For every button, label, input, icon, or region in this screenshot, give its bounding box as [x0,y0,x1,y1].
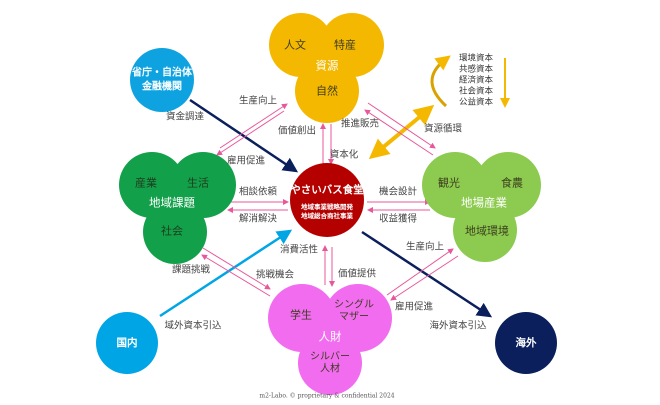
capital-arc [430,55,451,108]
label-resolution: 解消解決 [238,213,278,225]
capital-item: 共感資本 [458,64,494,75]
capital-item: 社会資本 [458,86,494,97]
label-consumption: 消費活性 [279,244,319,256]
capital-cycle-arrow [368,104,435,160]
label-consultation: 相談依頼 [238,186,278,198]
label-resource-cycle: 資源循環 [423,123,463,135]
capitals-list: 環境資本 共感資本 経済資本 社会資本 公益資本 [459,53,493,108]
label-promotion-sales: 推進販売 [340,118,380,130]
external-capital-line [159,229,293,318]
industry-food-agri: 食農 [501,176,523,190]
industry-environment: 地域環境 [465,224,509,238]
resources-title: 資源 [315,58,339,73]
label-challenge-issue: 課題挑戦 [171,264,211,276]
local-industry-cluster [422,152,541,262]
flow-arrows [201,102,459,301]
issue-society: 社会 [161,224,183,238]
label-revenue: 収益獲得 [378,213,418,225]
label-capitalization: 資本化 [329,149,359,161]
center-circle [290,163,364,237]
capital-item: 環境資本 [458,53,494,64]
overseas-label: 海外 [515,336,537,349]
label-employment: 雇用促進 [226,155,266,167]
local-industry-title: 地場産業 [461,195,507,210]
resource-nature: 自然 [316,84,338,98]
talent-seniors: シルバー人材 [310,351,350,375]
talent-title: 人財 [318,329,342,344]
talent-single-mothers: シングルマザー [334,299,374,323]
label-funding: 資金調達 [165,111,205,123]
resource-humanities: 人文 [284,38,306,52]
overseas-circle [495,312,557,374]
label-value-creation: 価値創出 [277,125,317,137]
regional-issues-cluster [119,152,236,264]
footer-copyright: m2-Labo. © proprietary & confidential 20… [259,392,395,400]
label-challenge-opportunity: 挑戦機会 [255,269,295,281]
issue-industry: 産業 [135,176,157,190]
funding-line [189,98,299,173]
issue-life: 生活 [187,176,209,190]
label-opportunity-design: 機会設計 [378,186,418,198]
label-value-provision: 価値提供 [337,268,377,280]
government-circle [130,48,194,112]
resource-specialty: 特産 [334,38,356,52]
capital-item: 公益資本 [458,97,494,108]
regional-issues-title: 地域課題 [149,195,195,210]
government-label: 省庁・自治体金融機関 [132,67,192,93]
center-title: やさいバス食堂 [290,183,364,196]
industry-tourism: 観光 [438,176,460,190]
talent-students: 学生 [290,308,312,322]
resources-cluster [269,13,384,123]
domestic-circle [96,312,158,374]
center-subtitle: 地域事業戦略開発地域総合商社事業 [301,202,353,220]
label-external-capital: 域外資本引込 [164,320,222,332]
label-employment-2: 雇用促進 [394,301,434,313]
label-production-up: 生産向上 [238,95,278,107]
capital-item: 経済資本 [458,75,494,86]
label-production-up-2: 生産向上 [405,241,445,253]
label-overseas-capital: 海外資本引込 [429,320,487,332]
domestic-label: 国内 [116,336,138,349]
talent-cluster [268,284,392,395]
overseas-capital-line [361,230,493,318]
